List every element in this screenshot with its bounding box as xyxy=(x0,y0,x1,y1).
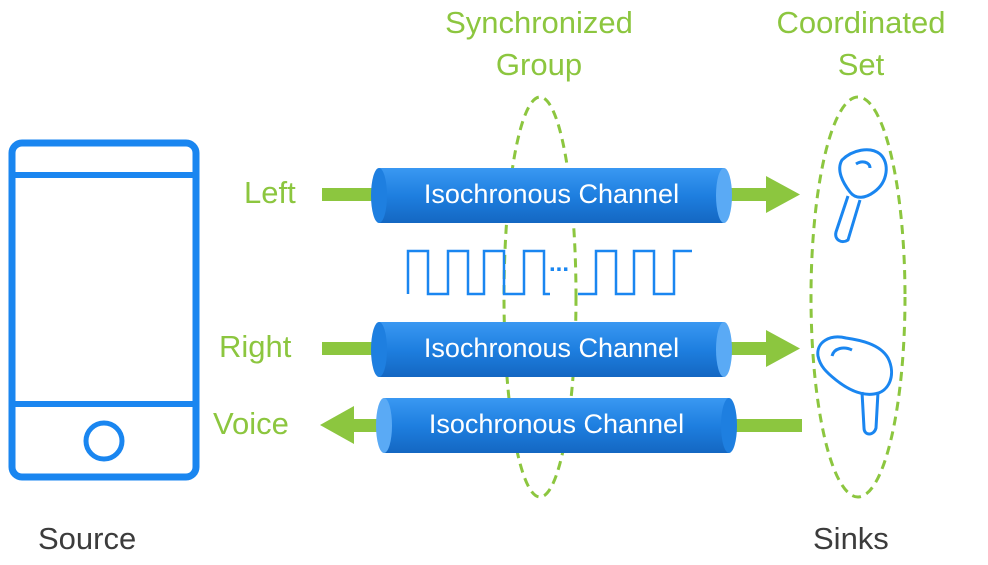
earbud-bottom-icon xyxy=(816,335,893,436)
stream-label-left: Left xyxy=(244,175,296,210)
source-label: Source xyxy=(38,521,137,556)
left-channel-cylinder xyxy=(371,168,732,223)
earbud-top-icon xyxy=(834,148,888,244)
synchronized-group-ellipse xyxy=(502,95,578,499)
right-stream-arrow xyxy=(322,330,800,367)
stream-label-voice: Voice xyxy=(213,406,289,441)
channel-label-right: Isochronous Channel xyxy=(423,333,680,363)
coordinated-set-header-line1: Coordinated xyxy=(776,5,946,40)
stream-label-right: Right xyxy=(219,329,292,364)
coordinated-set-ellipse xyxy=(809,95,907,499)
voice-channel-cylinder xyxy=(376,398,737,453)
voice-stream-arrow xyxy=(320,406,802,444)
coordinated-set-header: Coordinated Set xyxy=(745,2,977,86)
channel-label-left: Isochronous Channel xyxy=(423,179,680,209)
coordinated-set-header-line2: Set xyxy=(837,47,885,82)
synchronized-group-header-line2: Group xyxy=(495,47,583,82)
right-channel-cylinder xyxy=(371,322,732,377)
sinks-label: Sinks xyxy=(813,521,889,556)
left-stream-arrow xyxy=(322,176,800,213)
square-wave-icon xyxy=(406,249,692,296)
synchronized-group-header: Synchronized Group xyxy=(408,2,670,86)
waveform-gap: ... xyxy=(549,250,570,277)
phone-icon xyxy=(8,139,200,481)
synchronized-group-header-line1: Synchronized xyxy=(445,5,633,40)
channel-label-voice: Isochronous Channel xyxy=(428,409,685,439)
